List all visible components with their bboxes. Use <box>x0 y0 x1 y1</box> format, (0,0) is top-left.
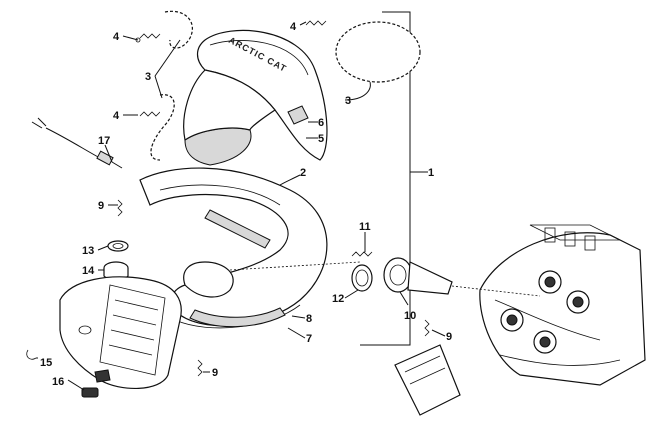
callout-1: 1 <box>428 167 434 179</box>
flange-item-10 <box>383 257 453 295</box>
callout-3b: 3 <box>345 95 351 107</box>
callout-5: 5 <box>318 133 324 145</box>
callout-14: 14 <box>82 265 95 277</box>
callout-8: 8 <box>306 313 312 325</box>
callout-9c: 9 <box>446 331 452 343</box>
callout-16: 16 <box>52 376 64 388</box>
callout-9b: 9 <box>212 367 218 379</box>
band-item-3c <box>335 21 421 83</box>
callout-7: 7 <box>306 333 312 345</box>
callout-13: 13 <box>82 245 94 257</box>
callout-labels: 1 2 3 3 4 4 4 5 6 7 8 9 9 9 10 11 12 13 … <box>40 21 452 388</box>
muffler <box>59 276 182 389</box>
callout-4a: 4 <box>113 31 120 43</box>
expansion-pipe <box>139 167 361 329</box>
band-item-3a <box>164 10 193 49</box>
clip-item-15 <box>26 349 37 360</box>
spring-item-4c <box>305 20 327 26</box>
engine-block <box>394 224 646 416</box>
callout-11: 11 <box>359 221 371 233</box>
spring-item-4a <box>135 33 161 43</box>
sensor-item-17 <box>31 117 123 169</box>
spring-item-9c <box>424 319 430 337</box>
callout-2: 2 <box>300 167 306 179</box>
callout-17: 17 <box>98 135 110 147</box>
gasket-item-12 <box>351 264 373 292</box>
heat-shield: ARCTIC CAT <box>183 29 328 166</box>
callout-4b: 4 <box>113 110 120 122</box>
callout-12: 12 <box>332 293 344 305</box>
callout-10: 10 <box>404 310 416 322</box>
grommet-item-16 <box>81 387 99 398</box>
callout-9a: 9 <box>98 200 104 212</box>
spring-item-11 <box>351 251 373 257</box>
band-item-3b <box>150 94 175 161</box>
grommet-item-13 <box>107 240 129 252</box>
spring-item-9a <box>117 199 123 217</box>
group-bracket <box>360 11 428 346</box>
callout-3a: 3 <box>145 71 151 83</box>
callout-6: 6 <box>318 117 324 129</box>
callout-15: 15 <box>40 357 52 369</box>
leader-lines <box>36 21 446 391</box>
spring-item-9b <box>197 359 203 377</box>
shield-badge <box>287 105 309 125</box>
callout-4c: 4 <box>290 21 297 33</box>
spring-item-4b <box>139 111 161 117</box>
